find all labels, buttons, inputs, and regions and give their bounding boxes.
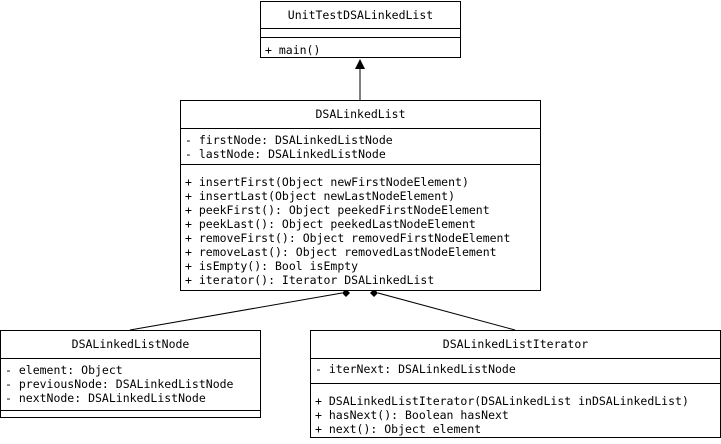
operation: + main()	[265, 43, 321, 57]
operations-section: + insertFirst(Object newFirstNodeElement…	[181, 165, 540, 289]
attribute: - firstNode: DSALinkedListNode	[185, 133, 393, 147]
operation: + insertLast(Object newLastNodeElement)	[185, 189, 456, 203]
edge-list-to-iterator	[377, 292, 516, 331]
attribute: - lastNode: DSALinkedListNode	[185, 147, 386, 161]
class-name: UnitTestDSALinkedList	[261, 2, 460, 29]
attributes-section	[261, 29, 460, 38]
operation: + isEmpty(): Bool isEmpty	[185, 259, 359, 273]
arrowhead-test-list	[355, 59, 365, 69]
attributes-section: - firstNode: DSALinkedListNode - lastNod…	[181, 129, 540, 165]
operation: + iterator(): Iterator DSALinkedList	[185, 273, 435, 287]
operation: + peekLast(): Object peekedLastNodeEleme…	[185, 217, 476, 231]
class-dsa-linked-list-iterator[interactable]: DSALinkedListIterator - iterNext: DSALin…	[310, 330, 721, 438]
attribute: - previousNode: DSALinkedListNode	[5, 377, 234, 391]
diamond-list-node	[342, 289, 350, 297]
attribute: - nextNode: DSALinkedListNode	[5, 391, 206, 405]
operation: + peekFirst(): Object peekedFirstNodeEle…	[185, 203, 490, 217]
operation: + hasNext(): Boolean hasNext	[315, 408, 509, 422]
operation: + removeLast(): Object removedLastNodeEl…	[185, 245, 497, 259]
operation: + insertFirst(Object newFirstNodeElement…	[185, 175, 469, 189]
operation: + DSALinkedListIterator(DSALinkedList in…	[315, 394, 689, 408]
class-dsa-linked-list-node[interactable]: DSALinkedListNode - element: Object - pr…	[0, 330, 261, 418]
attributes-section: - element: Object - previousNode: DSALin…	[1, 359, 260, 411]
diamond-list-iterator	[370, 289, 378, 297]
operations-section: + DSALinkedListIterator(DSALinkedList in…	[311, 384, 720, 438]
class-name: DSALinkedListNode	[1, 331, 260, 359]
operations-section: + main()	[261, 38, 460, 59]
operation: + next(): Object element	[315, 422, 482, 436]
operation: + removeFirst(): Object removedFirstNode…	[185, 231, 511, 245]
attribute: - iterNext: DSALinkedListNode	[315, 362, 516, 376]
class-unit-test-dsa-linked-list[interactable]: UnitTestDSALinkedList + main()	[260, 1, 461, 58]
attribute: - element: Object	[5, 363, 123, 377]
operations-section	[1, 411, 260, 416]
class-name: DSALinkedList	[181, 101, 540, 129]
class-name: DSALinkedListIterator	[311, 331, 720, 359]
edge-list-to-node	[129, 292, 343, 331]
class-dsa-linked-list[interactable]: DSALinkedList - firstNode: DSALinkedList…	[180, 100, 541, 291]
attributes-section: - iterNext: DSALinkedListNode	[311, 359, 720, 384]
